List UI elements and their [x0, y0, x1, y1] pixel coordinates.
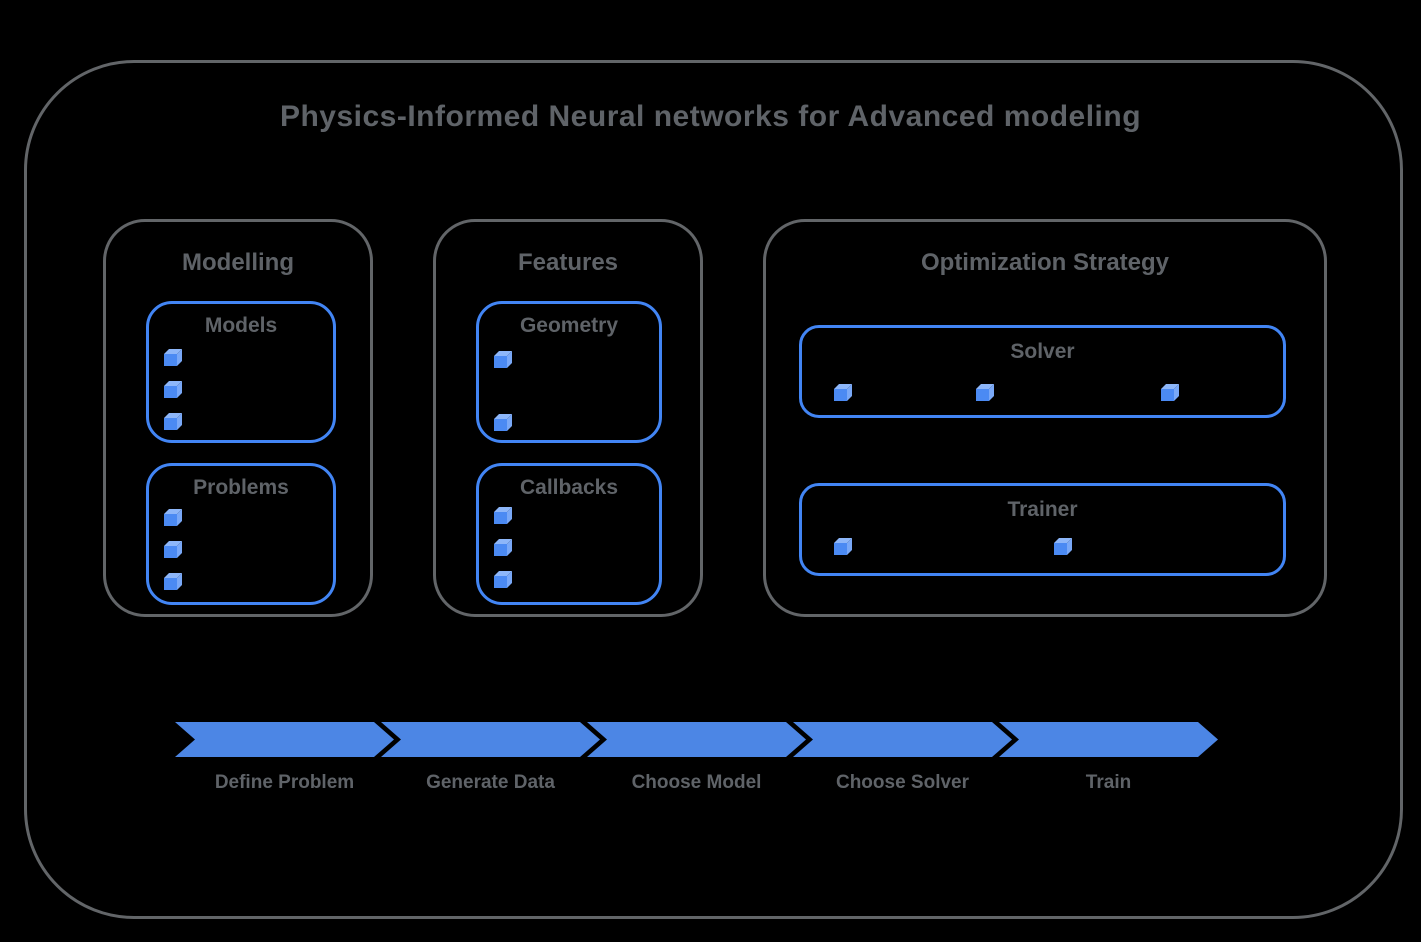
cube-icon — [834, 538, 852, 555]
cube-icon — [494, 507, 512, 524]
cube-icon — [494, 414, 512, 431]
pipeline-arrow-segment — [175, 722, 394, 757]
box-geometry-title: Geometry — [519, 314, 619, 337]
cube-icon — [164, 349, 182, 366]
box-solver: Solver — [799, 325, 1286, 418]
outer-frame — [24, 60, 1403, 919]
cube-icon — [164, 573, 182, 590]
cube-icon — [976, 384, 994, 401]
pipeline-arrow-segment — [381, 722, 600, 757]
box-problems: Problems — [146, 463, 336, 605]
box-callbacks: Callbacks — [476, 463, 662, 605]
pipeline-arrow-segment — [587, 722, 806, 757]
pipeline-step-label: Generate Data — [426, 772, 555, 793]
cube-icon — [494, 571, 512, 588]
pipeline-step-label: Train — [1085, 772, 1132, 793]
section-optimization-strategy: Optimization Strategy Solver Trainer — [763, 219, 1327, 617]
pipeline-step-label: Choose Model — [631, 772, 762, 793]
cube-icon — [1161, 384, 1179, 401]
section-modelling-title: Modelling — [182, 249, 294, 276]
section-modelling: Modelling Models Problems — [103, 219, 373, 617]
section-features: Features Geometry Callbacks — [433, 219, 703, 617]
cube-icon — [164, 413, 182, 430]
pipeline-step-label: Define Problem — [214, 772, 355, 793]
box-callbacks-title: Callbacks — [519, 476, 619, 499]
box-trainer-title: Trainer — [1007, 498, 1078, 521]
cube-icon — [834, 384, 852, 401]
section-optimization-strategy-title: Optimization Strategy — [920, 249, 1170, 276]
cube-icon — [494, 351, 512, 368]
box-problems-title: Problems — [193, 476, 289, 499]
section-features-title: Features — [517, 249, 619, 276]
cube-icon — [164, 381, 182, 398]
pipeline-arrow-segment — [999, 722, 1218, 757]
pipeline-arrow-segment — [793, 722, 1012, 757]
cube-icon — [164, 509, 182, 526]
cube-icon — [494, 539, 512, 556]
box-models-title: Models — [204, 314, 278, 337]
box-solver-title: Solver — [1010, 340, 1075, 363]
box-models: Models — [146, 301, 336, 443]
box-geometry: Geometry — [476, 301, 662, 443]
diagram-title: Physics-Informed Neural networks for Adv… — [279, 100, 1142, 133]
cube-icon — [1054, 538, 1072, 555]
box-trainer: Trainer — [799, 483, 1286, 576]
cube-icon — [164, 541, 182, 558]
pipeline-step-label: Choose Solver — [835, 772, 970, 793]
